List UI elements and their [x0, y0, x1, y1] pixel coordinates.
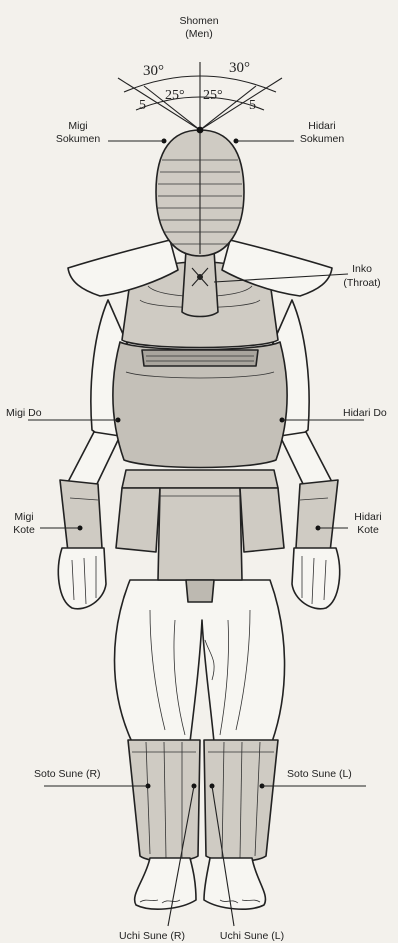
label-soto-sune-r: Soto Sune (R): [34, 768, 101, 780]
feet: [135, 858, 266, 909]
label-uchi-sune-r: Uchi Sune (R): [119, 930, 185, 942]
label-migi-sokumen-line2: Sokumen: [56, 133, 101, 145]
angle-outer-left: 30°: [143, 63, 164, 79]
label-hidari-do: Hidari Do: [343, 407, 387, 419]
ray-30-right: [200, 78, 282, 130]
angle-inner-right: 25°: [203, 88, 223, 103]
label-inko-line2: (Throat): [343, 277, 380, 289]
shomen-target-dot: [197, 127, 204, 134]
angle-small-left: 5: [139, 98, 146, 113]
label-hidari-sokumen-line1: Hidari: [308, 120, 335, 132]
angle-small-right: 5: [249, 98, 256, 113]
label-hidari-kote-line1: Hidari: [354, 511, 381, 523]
angle-inner-left: 25°: [165, 88, 185, 103]
label-soto-sune-l: Soto Sune (L): [287, 768, 352, 780]
label-migi-sokumen-line1: Migi: [68, 120, 87, 132]
label-migi-do: Migi Do: [6, 407, 42, 419]
label-hidari-sokumen-line2: Sokumen: [300, 133, 345, 145]
angle-outer-right: 30°: [229, 60, 250, 76]
label-migi-kote-line2: Kote: [13, 524, 35, 536]
title-line-2: (Men): [185, 28, 212, 40]
label-uchi-sune-l: Uchi Sune (L): [220, 930, 284, 942]
label-hidari-kote-line2: Kote: [357, 524, 379, 536]
tsuki-dare: [182, 250, 218, 317]
title-line-1: Shomen: [179, 15, 218, 27]
label-inko-line1: Inko: [352, 263, 372, 275]
shin-guards: [128, 740, 278, 861]
label-migi-kote-line1: Migi: [14, 511, 33, 523]
inko-target-dot: [197, 274, 203, 280]
hakama: [115, 580, 285, 742]
ray-30-left: [118, 78, 200, 130]
